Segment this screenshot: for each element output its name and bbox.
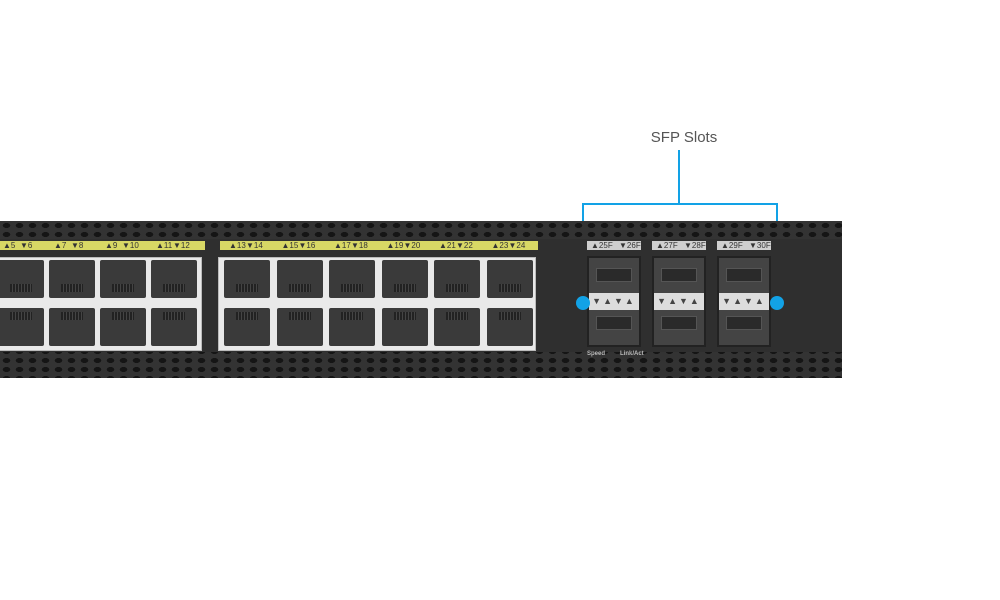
port-number-label: ▼24 — [508, 241, 526, 250]
port-number-label: ▼20 — [403, 241, 421, 250]
sfp-cage-top[interactable] — [596, 268, 632, 282]
sfp-slot[interactable]: ▼▲▼▲ — [717, 256, 771, 347]
rj45-port[interactable] — [486, 260, 533, 298]
rj45-port[interactable] — [434, 308, 480, 346]
sfp-port-number: ▼30F — [749, 241, 771, 250]
port-number-label: ▲7 — [54, 241, 67, 250]
rj45-port-block — [0, 257, 202, 351]
sfp-cage-top[interactable] — [661, 268, 697, 282]
port-number-label: ▼18 — [351, 241, 368, 250]
sfp-cage-bottom[interactable] — [661, 316, 697, 330]
port-number-label: ▲21 — [439, 241, 456, 250]
sfp-port-label: ▲27F ▼28F — [652, 241, 706, 250]
rj45-port[interactable] — [151, 260, 197, 298]
callout-title: SFP Slots — [650, 129, 718, 146]
rj45-port[interactable] — [381, 308, 428, 346]
rj45-port[interactable] — [276, 308, 323, 346]
callout-stem — [678, 150, 680, 205]
sfp-cage-bottom[interactable] — [596, 316, 632, 330]
port-number-label: ▲19 — [386, 241, 404, 250]
rj45-port[interactable] — [151, 308, 197, 346]
sfp-port-number: ▲27F — [656, 241, 678, 250]
rj45-port[interactable] — [49, 260, 95, 298]
sfp-port-number: ▲25F — [591, 241, 613, 250]
port-number-label: ▼22 — [456, 241, 473, 250]
port-number-label: ▲15 — [281, 241, 299, 250]
sfp-led-indicators: ▼▲▼▲ — [654, 293, 704, 310]
rj45-port[interactable] — [486, 308, 533, 346]
sfp-led-indicators: ▼▲▼▲ — [589, 293, 639, 310]
port-number-label: ▲9 — [105, 241, 118, 250]
callout-bracket — [582, 203, 778, 205]
rj45-port[interactable] — [100, 308, 146, 346]
port-number-label: ▼8 — [71, 241, 84, 250]
rj45-port[interactable] — [329, 308, 375, 346]
led-legend-link: Link/Act — [620, 351, 644, 357]
port-number-label: ▲23 — [491, 241, 509, 250]
port-number-label: ▼10 — [122, 241, 139, 250]
sfp-slot[interactable]: ▼▲▼▲ — [587, 256, 641, 347]
callout-dot-left — [576, 296, 590, 310]
port-number-label: ▼12 — [173, 241, 190, 250]
rj45-port[interactable] — [381, 260, 428, 298]
rj45-port[interactable] — [434, 260, 480, 298]
port-label-band: ▲13▼14 ▲15▼16 ▲17▼18 ▲19▼20 ▲21▼22 ▲23▼24 — [220, 241, 538, 250]
rj45-port-block — [218, 257, 536, 351]
sfp-port-number: ▼28F — [684, 241, 706, 250]
port-number-label: ▼14 — [246, 241, 263, 250]
rj45-port[interactable] — [100, 260, 146, 298]
switch-chassis: Speed Link/Act ▲5 ▼6 ▲7 ▼8 ▲9 ▼10 ▲11▼12 ▲13▼14… — [0, 221, 842, 378]
callout-dot-right — [770, 296, 784, 310]
rj45-port[interactable] — [224, 260, 270, 298]
rj45-port[interactable] — [224, 308, 270, 346]
rj45-port[interactable] — [276, 260, 323, 298]
port-number-label: ▲17 — [334, 241, 351, 250]
sfp-port-label: ▲29F ▼30F — [717, 241, 771, 250]
rj45-port[interactable] — [0, 308, 44, 346]
sfp-led-indicators: ▼▲▼▲ — [719, 293, 769, 310]
port-label-band: ▲5 ▼6 ▲7 ▼8 ▲9 ▼10 ▲11▼12 — [0, 241, 205, 250]
sfp-cage-bottom[interactable] — [726, 316, 762, 330]
port-number-label: ▲5 — [3, 241, 16, 250]
sfp-cage-top[interactable] — [726, 268, 762, 282]
sfp-port-label: ▲25F ▼26F — [587, 241, 641, 250]
port-number-label: ▲13 — [229, 241, 246, 250]
led-legend-speed: Speed — [587, 351, 606, 357]
port-number-label: ▼6 — [20, 241, 33, 250]
sfp-port-number: ▼26F — [619, 241, 641, 250]
rj45-port[interactable] — [329, 260, 375, 298]
sfp-port-number: ▲29F — [721, 241, 743, 250]
rj45-port[interactable] — [0, 260, 44, 298]
rj45-port[interactable] — [49, 308, 95, 346]
sfp-slot[interactable]: ▼▲▼▲ — [652, 256, 706, 347]
port-number-label: ▼16 — [298, 241, 316, 250]
port-number-label: ▲11 — [156, 241, 173, 250]
